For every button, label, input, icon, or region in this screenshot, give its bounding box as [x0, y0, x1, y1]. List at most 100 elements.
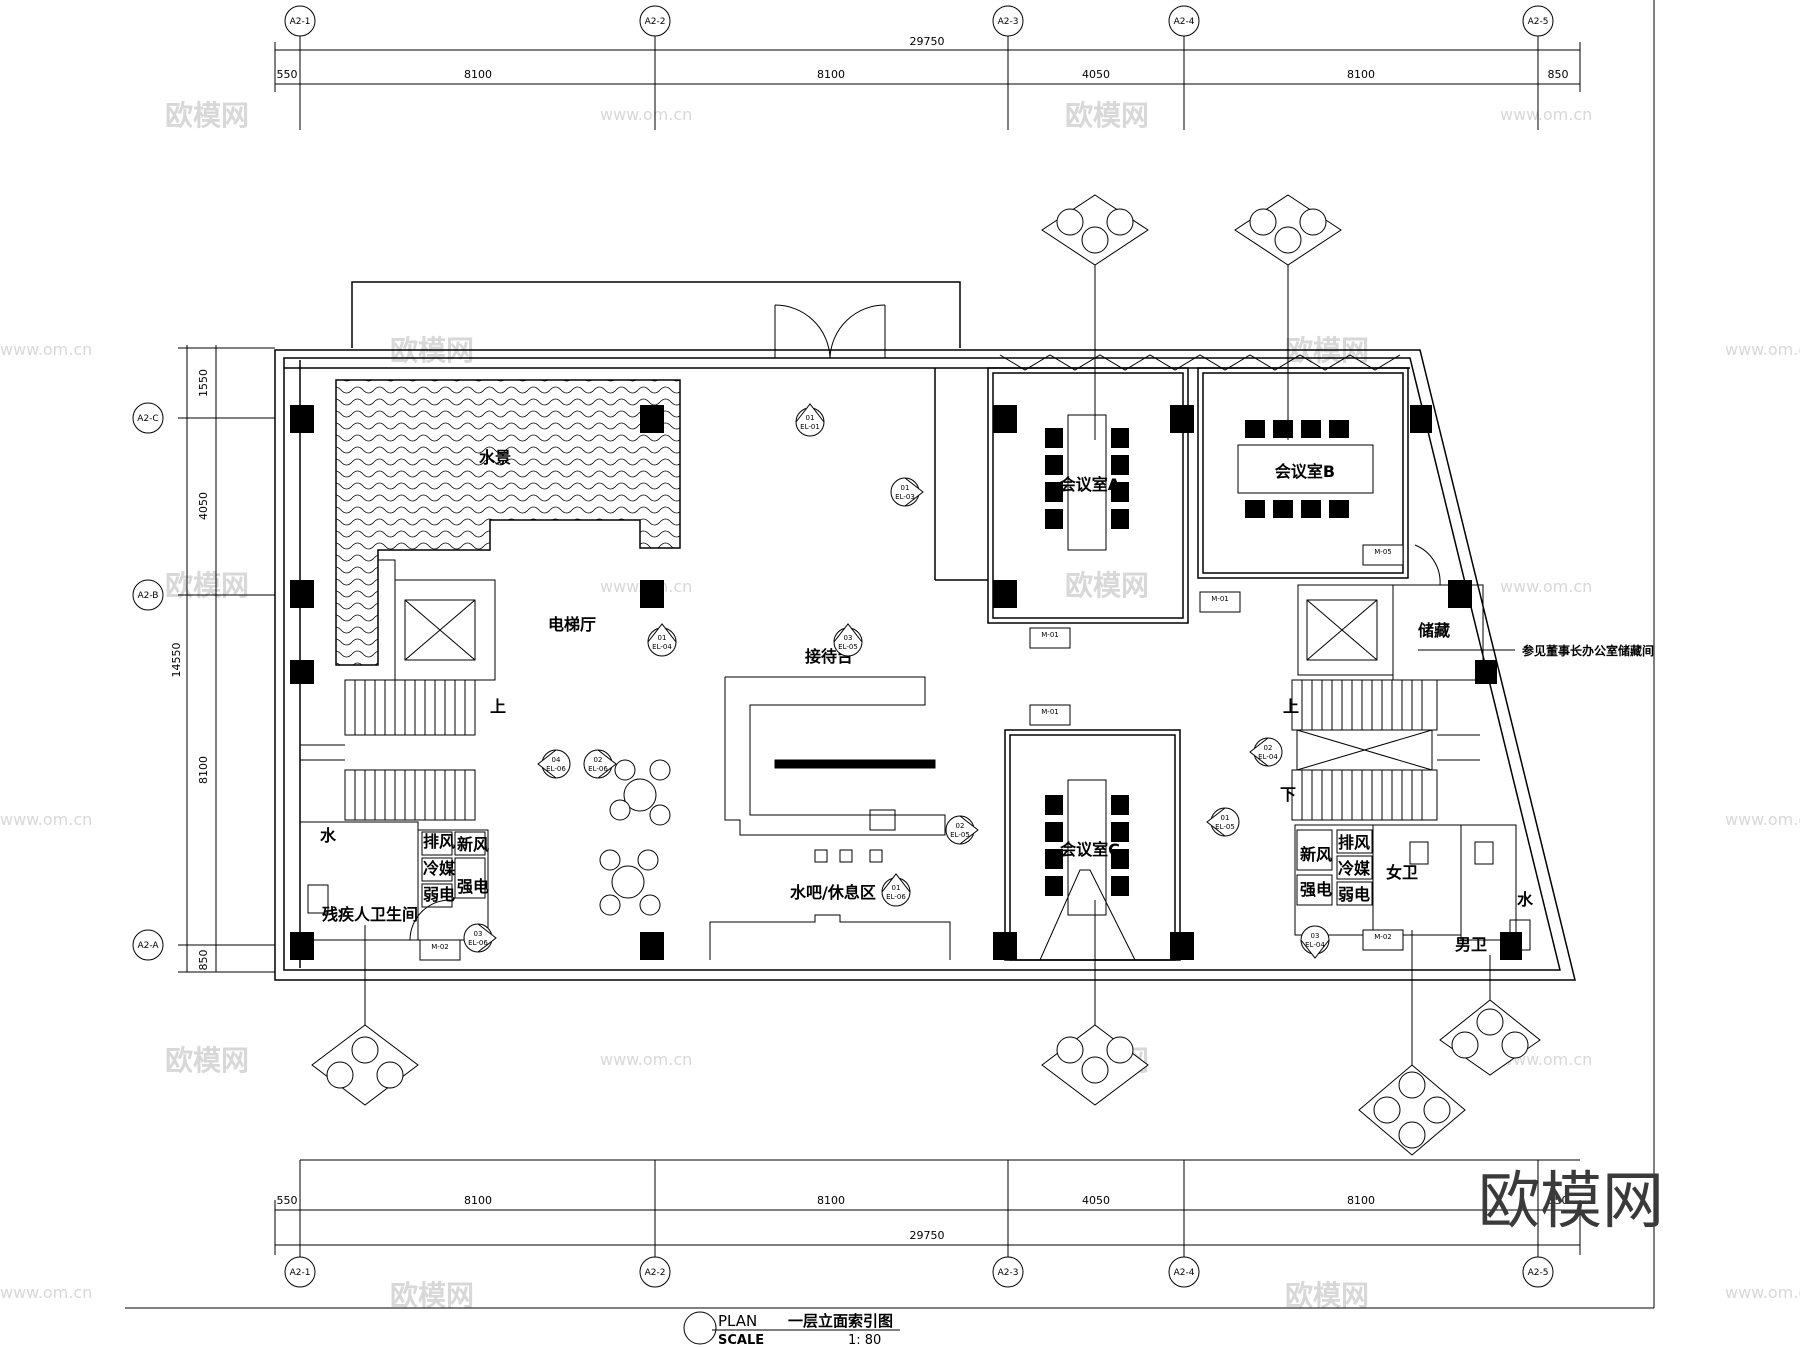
dim-left-1: 1550 — [197, 369, 210, 397]
dim-left-2: 4050 — [197, 492, 210, 520]
axis-label-top-1: A2-1 — [290, 17, 311, 27]
marker-num: 04 — [552, 756, 561, 764]
watermark-url: www.om.cn — [1500, 105, 1592, 124]
axis-label-top-3: A2-3 — [998, 17, 1019, 27]
water-right: 水 — [1517, 890, 1534, 909]
utility-left-5: 强电 — [457, 877, 489, 896]
marker-num: 02 — [1264, 744, 1273, 752]
marker-num: 02 — [594, 756, 603, 764]
stairs-left — [300, 679, 476, 821]
watermark-brand: 欧模网 — [165, 1044, 249, 1077]
watermark-url: www.om.cn — [1725, 1283, 1800, 1302]
bottom-dimension-chain — [274, 1159, 1581, 1262]
title-scale-label: SCALE — [718, 1333, 764, 1347]
marker-num: 03 — [844, 634, 853, 642]
dim-top-1: 550 — [277, 68, 298, 81]
watermark-brand: 欧模网 — [1065, 99, 1149, 132]
marker-ref: EL-06 — [546, 765, 566, 773]
elevator-right — [1297, 584, 1394, 676]
watermark-url: www.om.cn — [0, 340, 92, 359]
utility-left-3: 冷媒 — [423, 859, 456, 878]
reception-counter — [724, 676, 946, 836]
marker-num: 03 — [1311, 932, 1320, 940]
axis-label-bottom-5: A2-5 — [1528, 1268, 1549, 1278]
stairs-right — [1291, 679, 1480, 821]
marker-ref: EL-04 — [1305, 941, 1325, 949]
watermark-url: www.om.cn — [0, 1283, 92, 1302]
water-feature — [335, 379, 681, 680]
watermark-url: www.om.cn — [0, 810, 92, 829]
dim-top-2: 8100 — [464, 68, 492, 81]
watermark-brand: 欧模网 — [165, 569, 249, 602]
entrance-door — [774, 304, 886, 359]
axis-label-bottom-2: A2-2 — [645, 1268, 666, 1278]
watermark-url: www.om.cn — [600, 105, 692, 124]
marker-ref: EL-05 — [950, 831, 970, 839]
dim-bottom-2: 8100 — [464, 1194, 492, 1207]
marker-ref: EL-05 — [1215, 823, 1235, 831]
axis-bubbles-left — [132, 402, 164, 961]
watermark-url: www.om.cn — [1725, 340, 1800, 359]
stairs-up-right: 上 — [1283, 697, 1299, 716]
watermark-url: www.om.cn — [600, 1050, 692, 1069]
meeting-table-a — [1045, 414, 1129, 551]
marker-num: 01 — [892, 884, 901, 892]
meeting-table-c — [1039, 779, 1136, 961]
marker-ref: EL-01 — [800, 423, 820, 431]
marker-ref: EL-06 — [886, 893, 906, 901]
utility-left-1: 排风 — [423, 832, 455, 851]
room-male-wc: 男卫 — [1455, 935, 1487, 954]
dim-top-6: 850 — [1548, 68, 1569, 81]
utility-right-1: 新风 — [1300, 845, 1332, 864]
quad-index-markers — [311, 194, 1541, 1156]
axis-label-left-3: A2-A — [137, 941, 159, 951]
lounge-seating — [599, 759, 883, 916]
stairs-up-left: 上 — [490, 697, 506, 716]
storage-room — [1392, 544, 1484, 681]
axis-label-left-1: A2-C — [137, 414, 158, 424]
utility-right-4: 强电 — [1300, 880, 1332, 899]
utility-right-5: 弱电 — [1338, 885, 1370, 904]
room-storage: 储藏 — [1417, 621, 1450, 640]
watermark-brand: 欧模网 — [390, 1279, 474, 1312]
stairs-down-right: 下 — [1280, 785, 1296, 804]
room-water-feature: 水景 — [479, 448, 511, 467]
top-dimension-chain — [274, 35, 1581, 130]
door-tag-3: M-05 — [1374, 548, 1391, 556]
bar-counter — [709, 914, 951, 960]
dim-left-3: 8100 — [197, 756, 210, 784]
title-plan: PLAN — [718, 1312, 757, 1330]
marker-num: 01 — [901, 484, 910, 492]
index-markers — [463, 403, 1330, 959]
marker-ref: EL-04 — [1258, 753, 1278, 761]
title-block — [683, 1311, 900, 1345]
marker-ref: EL-06 — [588, 765, 608, 773]
axis-label-top-2: A2-2 — [645, 17, 666, 27]
utility-left-4: 弱电 — [423, 885, 455, 904]
brand-watermark: 欧模网 — [1478, 1164, 1664, 1237]
dim-top-5: 8100 — [1347, 68, 1375, 81]
axis-bubbles-bottom — [284, 1256, 1554, 1288]
axis-label-bottom-3: A2-3 — [998, 1268, 1019, 1278]
door-tag-1: M-01 — [1041, 631, 1058, 639]
utility-right-3: 冷媒 — [1338, 859, 1371, 878]
axis-bubbles-top — [284, 5, 1554, 37]
left-dimension-chain — [178, 345, 275, 973]
structural-columns — [290, 405, 1522, 960]
watermark-brand: 欧模网 — [165, 99, 249, 132]
marker-ref: EL-03 — [895, 493, 915, 501]
dim-bottom-3: 8100 — [817, 1194, 845, 1207]
marker-ref: EL-04 — [652, 643, 672, 651]
curtain-wall — [999, 354, 1401, 371]
room-accessible-wc: 残疾人卫生间 — [322, 905, 418, 924]
dim-top-4: 4050 — [1082, 68, 1110, 81]
axis-label-top-4: A2-4 — [1174, 17, 1195, 27]
marker-ref: EL-06 — [468, 939, 488, 947]
meeting-room-walls — [934, 367, 1409, 961]
water-left: 水 — [320, 826, 337, 845]
door-tag-4: M-01 — [1041, 708, 1058, 716]
axis-label-left-2: A2-B — [138, 591, 159, 601]
meeting-table-b — [1237, 420, 1374, 518]
room-meeting-c: 会议室C — [1060, 840, 1120, 859]
